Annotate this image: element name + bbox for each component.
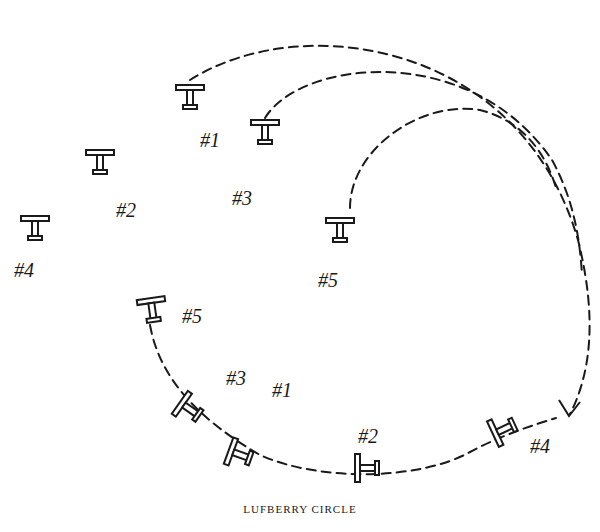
airplane-group (21, 85, 521, 482)
airplane (487, 411, 521, 447)
flight-path (190, 46, 590, 414)
callout-number: #2 (116, 200, 136, 220)
airplane (137, 296, 168, 324)
callout-number: #4 (14, 260, 34, 280)
airplane (21, 216, 49, 240)
airplane (251, 120, 279, 144)
callout-number: #3 (232, 188, 252, 208)
caption: LUFBERRY CIRCLE (243, 504, 356, 515)
flight-path (265, 72, 582, 275)
airplane (326, 218, 354, 242)
airplane (355, 454, 379, 482)
airplane (172, 391, 208, 428)
flight-path (150, 325, 556, 474)
callout-number: #3 (226, 368, 246, 388)
arrow-head (559, 400, 580, 416)
callout-number: #2 (358, 426, 378, 446)
callout-number: #1 (200, 130, 220, 150)
callout-number: #4 (530, 436, 550, 456)
callout-number: #5 (318, 270, 338, 290)
flight-path (350, 109, 556, 208)
airplane (224, 437, 256, 472)
airplane (86, 150, 114, 174)
callout-number: #5 (182, 306, 202, 326)
airplane (176, 85, 204, 109)
callout-number: #1 (272, 380, 292, 400)
